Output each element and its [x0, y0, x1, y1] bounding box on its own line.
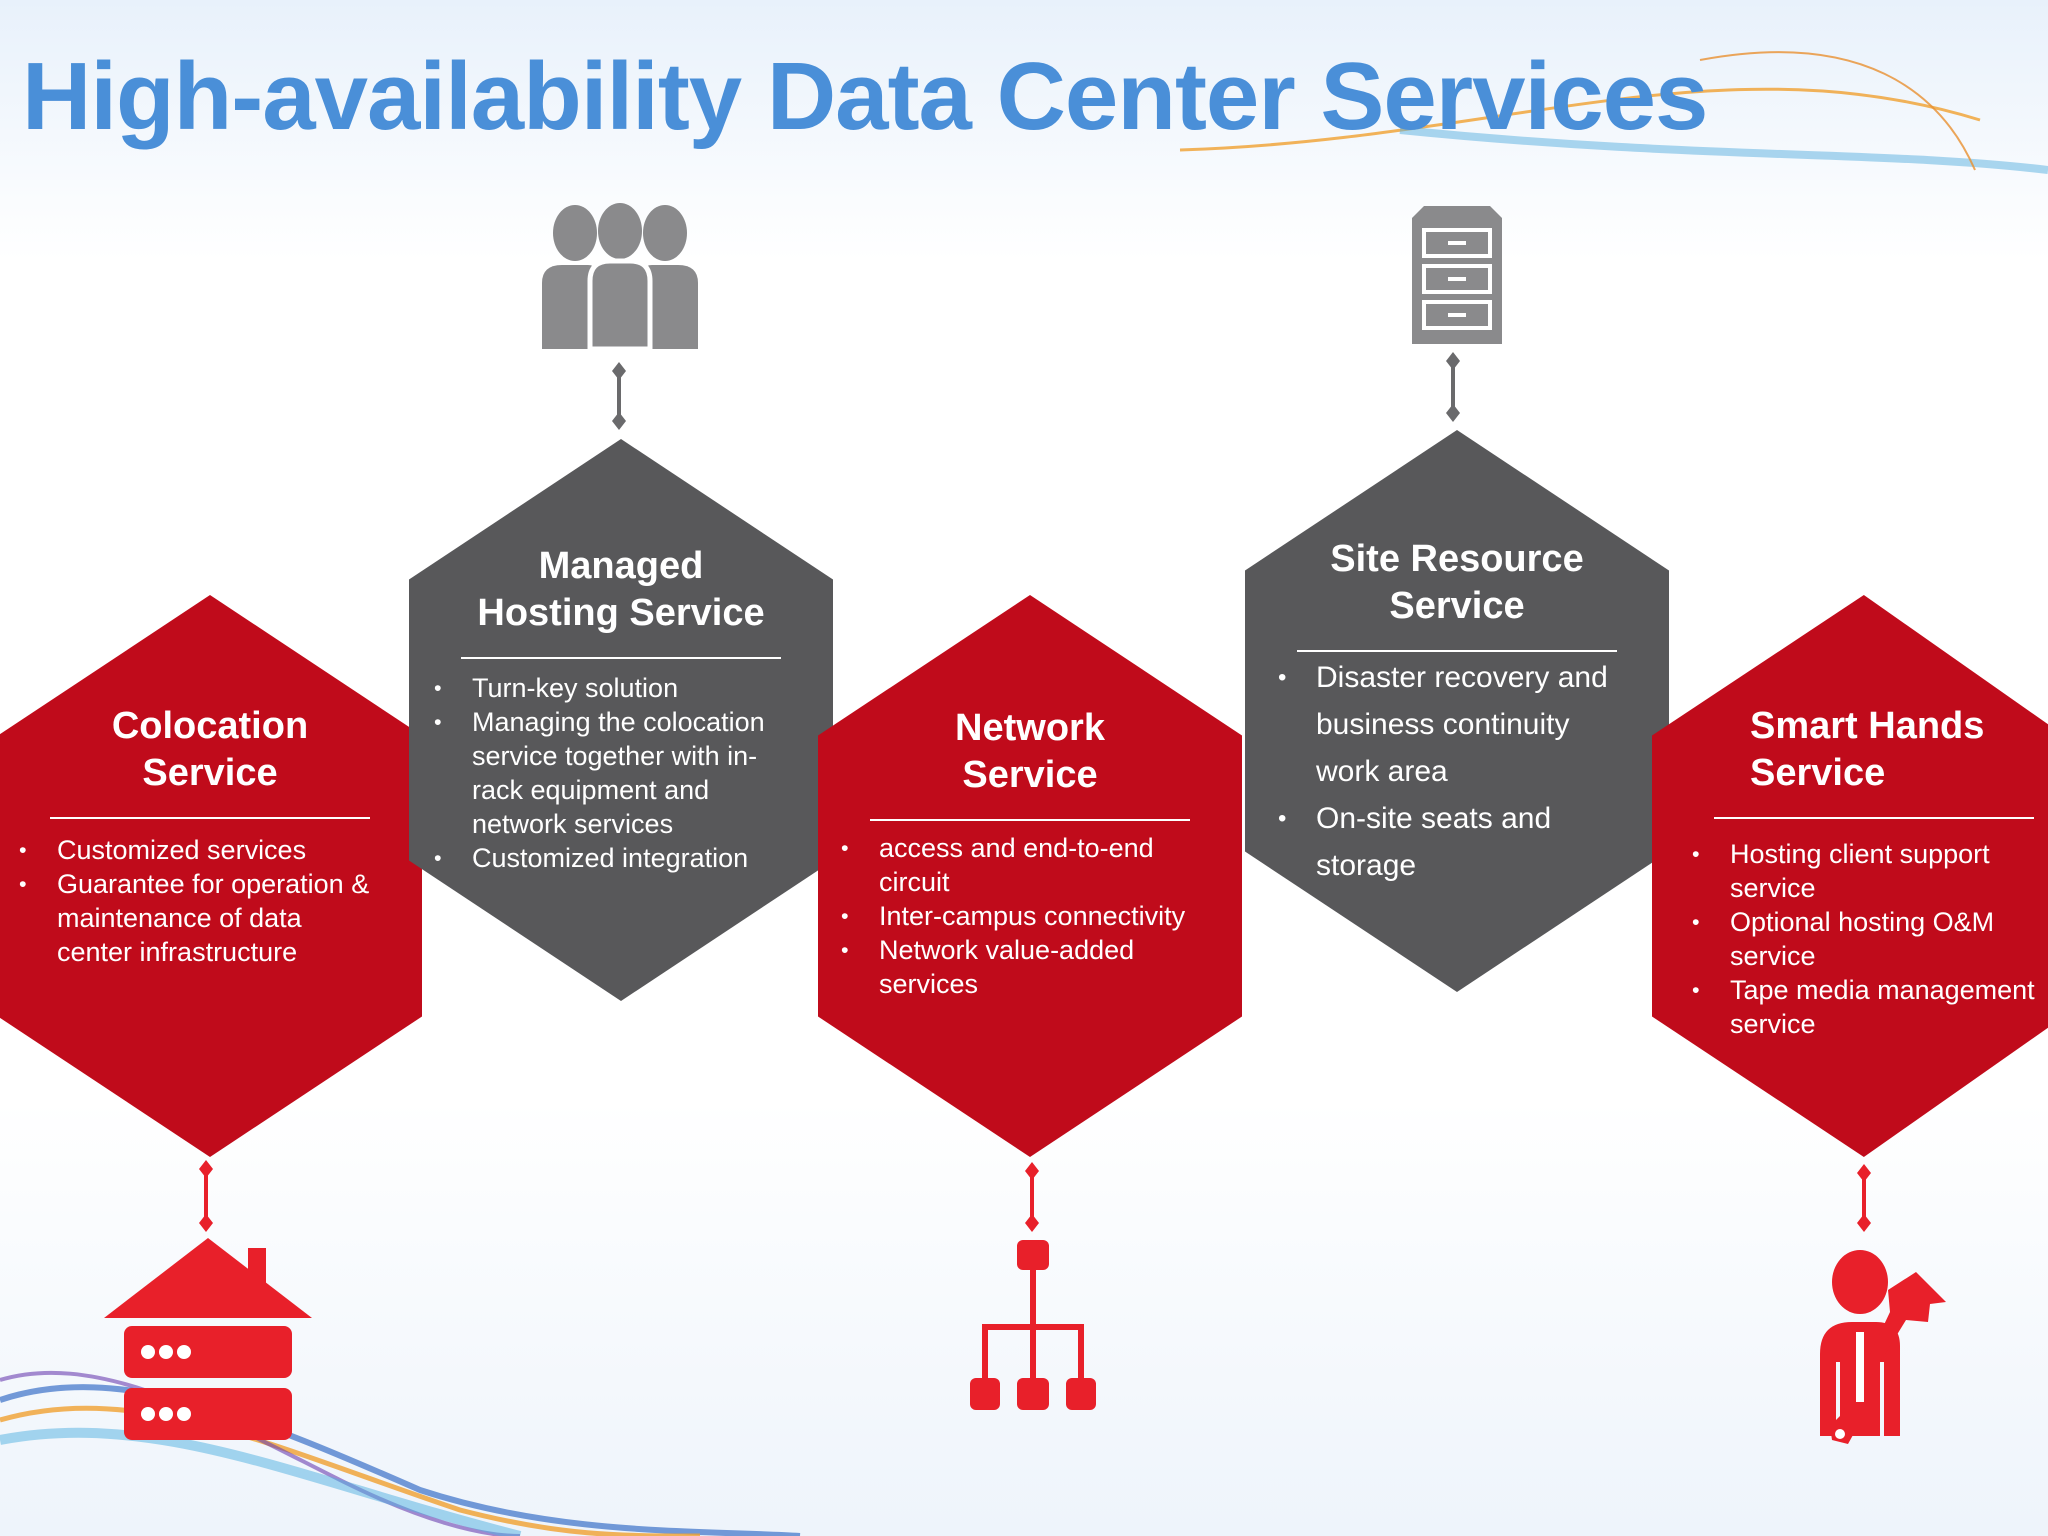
connector-managed-hosting: [612, 362, 626, 430]
page-title: High-availability Data Center Services: [22, 43, 1708, 150]
bullet-smart-hands-3: Tape media management service: [1692, 973, 2048, 1041]
file-cabinet-icon: [1412, 206, 1502, 344]
hex-divider-network: [870, 819, 1190, 821]
bullet-list-site-resource: Disaster recovery and business continuit…: [1245, 654, 1669, 889]
connector-site-resource: [1446, 352, 1460, 422]
technician-wrench-icon: [1820, 1250, 1946, 1444]
people-group-icon: [542, 203, 698, 349]
bullet-network-3: Network value-added services: [841, 933, 1242, 1001]
hex-title-site-resource: Site Resource Service: [1330, 538, 1584, 627]
hex-divider-site-resource: [1297, 650, 1617, 652]
connector-smart-hands: [1857, 1164, 1871, 1232]
hex-title-network: Network Service: [955, 707, 1105, 796]
bullet-site-resource-1: Disaster recovery and business continuit…: [1278, 654, 1669, 795]
hex-divider-colocation: [50, 817, 370, 819]
bullet-network-1: access and end-to-end circuit: [841, 831, 1242, 899]
house-server-icon: [104, 1238, 312, 1440]
bullet-list-colocation: Customized services Guarantee for operat…: [0, 833, 422, 969]
hex-title-managed-hosting: Managed Hosting Service: [477, 545, 765, 634]
bullet-list-network: access and end-to-end circuit Inter-camp…: [818, 831, 1242, 1001]
hex-title-smart-hands: Smart Hands Service: [1750, 705, 1985, 794]
bullet-network-2: Inter-campus connectivity: [841, 899, 1242, 933]
hex-managed-hosting: Managed Hosting Service Turn-key solutio…: [409, 439, 833, 1001]
hex-divider-smart-hands: [1714, 817, 2034, 819]
bullet-smart-hands-1: Hosting client support service: [1692, 837, 2048, 905]
connector-network: [1025, 1162, 1039, 1232]
bullet-colocation-1: Customized services: [19, 833, 422, 867]
bullet-managed-hosting-3: Customized integration: [434, 841, 833, 875]
bullet-list-smart-hands: Hosting client support service Optional …: [1652, 837, 2048, 1041]
bullet-smart-hands-2: Optional hosting O&M service: [1692, 905, 2048, 973]
network-tree-icon: [970, 1240, 1096, 1410]
hex-title-colocation: Colocation Service: [111, 705, 309, 794]
bullet-colocation-2: Guarantee for operation & maintenance of…: [19, 867, 422, 969]
bullet-list-managed-hosting: Turn-key solution Managing the colocatio…: [409, 671, 833, 875]
bullet-site-resource-2: On-site seats and storage: [1278, 795, 1669, 889]
connector-colocation: [199, 1160, 213, 1232]
bullet-managed-hosting-2: Managing the colocation service together…: [434, 705, 833, 841]
hex-divider-managed-hosting: [461, 657, 781, 659]
bullet-managed-hosting-1: Turn-key solution: [434, 671, 833, 705]
